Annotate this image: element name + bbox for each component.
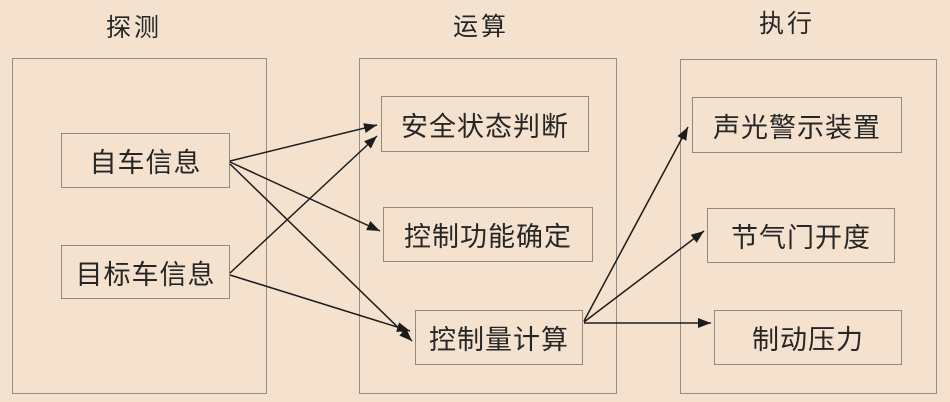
node-control-quantity-calculation: 控制量计算 <box>415 310 583 365</box>
node-label: 制动压力 <box>752 325 864 355</box>
node-label: 节气门开度 <box>731 223 871 253</box>
column-header-computation: 运算 <box>453 14 510 41</box>
node-label: 自车信息 <box>89 148 202 178</box>
node-label: 声光警示装置 <box>713 112 881 143</box>
node-label: 控制功能确定 <box>404 222 572 252</box>
node-sound-light-warning-device: 声光警示装置 <box>692 97 902 153</box>
column-header-detection: 探测 <box>106 15 163 42</box>
node-own-vehicle-info: 自车信息 <box>61 133 230 188</box>
node-label: 控制量计算 <box>429 325 569 355</box>
column-header-execution: 执行 <box>759 11 816 38</box>
node-target-vehicle-info: 目标车信息 <box>61 245 230 299</box>
node-control-function-determination: 控制功能确定 <box>383 207 593 262</box>
detection-group-box <box>12 58 267 394</box>
node-brake-pressure: 制动压力 <box>714 310 902 365</box>
node-label: 目标车信息 <box>75 259 216 290</box>
node-safety-state-judgment: 安全状态判断 <box>381 96 589 152</box>
node-label: 安全状态判断 <box>401 111 569 142</box>
node-throttle-opening: 节气门开度 <box>707 208 895 263</box>
